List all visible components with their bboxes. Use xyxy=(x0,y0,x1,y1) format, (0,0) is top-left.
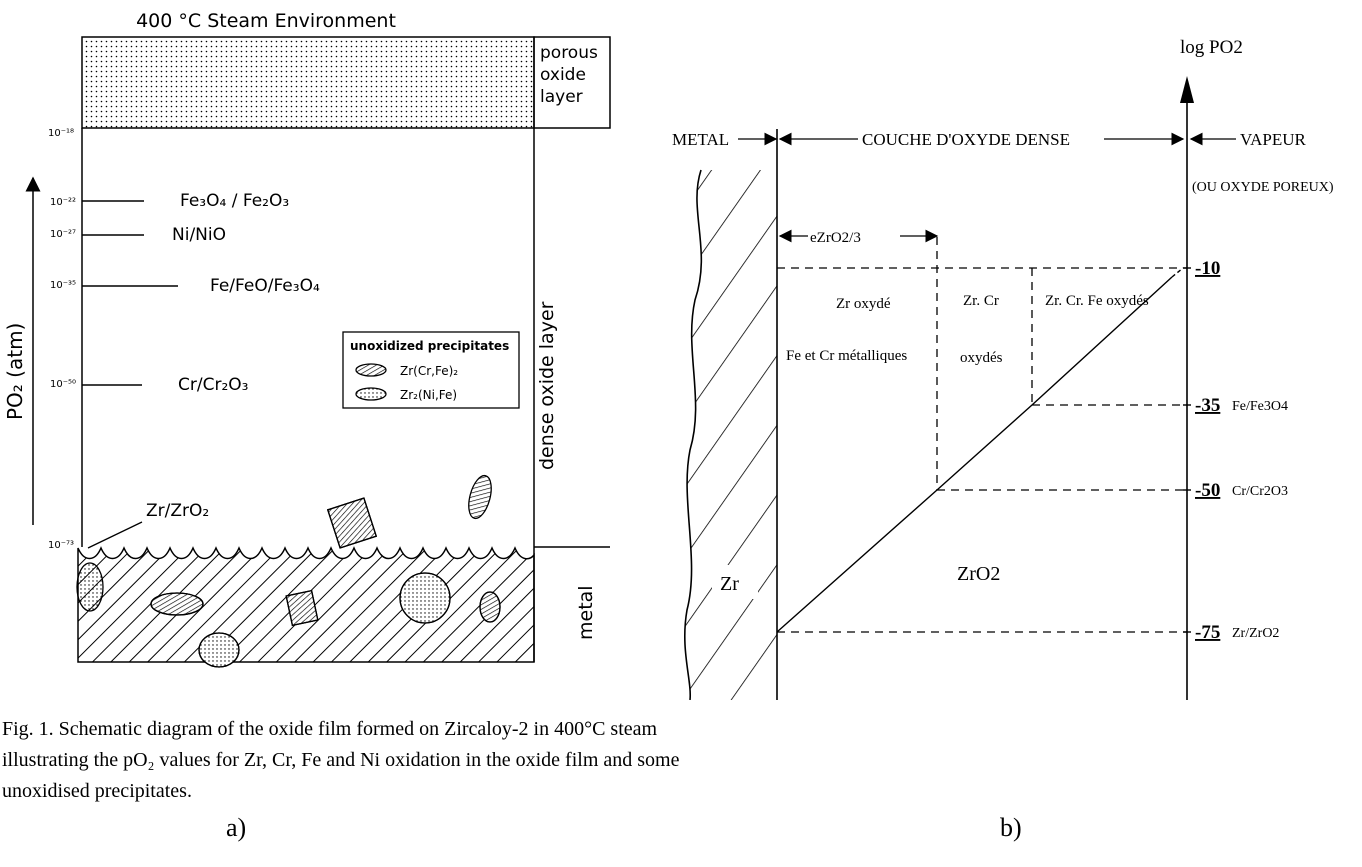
precipitate xyxy=(326,497,378,549)
thickness-label: eZrO2/3 xyxy=(810,230,861,246)
dense-oxide-label: dense oxide layer xyxy=(536,301,558,470)
equilibrium-label: Fe/FeO/Fe₃O₄ xyxy=(210,276,320,296)
precipitate xyxy=(76,562,104,612)
level-value: -75 xyxy=(1195,622,1220,643)
level-equilibrium: Cr/Cr2O3 xyxy=(1232,484,1288,499)
log-po2-title: log PO2 xyxy=(1180,37,1243,58)
panel-a: 400 °C Steam Environment porous oxide la… xyxy=(3,10,611,668)
panel-b: log PO2 METAL COUCHE D'OXYDE DENSE VAPEU… xyxy=(672,37,1334,700)
precipitate xyxy=(399,572,451,624)
panel-label-a: a) xyxy=(226,813,247,842)
pressure-tick: 10⁻⁷³ xyxy=(48,540,74,551)
dashed-lines xyxy=(777,237,1187,633)
legend-title: unoxidized precipitates xyxy=(350,339,509,353)
zr-region-label: Zr xyxy=(720,573,739,595)
pressure-tick: 10⁻⁵⁰ xyxy=(50,379,76,390)
pressure-tick: 10⁻¹⁸ xyxy=(48,128,74,139)
precipitate xyxy=(468,474,492,520)
pressure-tick: 10⁻²⁷ xyxy=(50,229,76,240)
region-zro2: ZrO2 xyxy=(957,563,1000,585)
pressure-tick: 10⁻²² xyxy=(50,197,76,208)
region-zr-oxide-1: Zr oxydé xyxy=(836,296,891,312)
pressure-tick: 10⁻³⁵ xyxy=(50,280,76,291)
panel-label-b: b) xyxy=(1000,813,1022,842)
porous-label-2: oxide xyxy=(540,65,586,85)
region-zrcr-2: oxydés xyxy=(960,350,1003,366)
figure-caption: Fig. 1. Schematic diagram of the oxide f… xyxy=(2,718,680,802)
porous-label-1: porous xyxy=(540,43,598,63)
precipitate xyxy=(479,591,501,623)
level-value: -50 xyxy=(1195,480,1220,501)
equilibrium-label: Fe₃O₄ / Fe₂O₃ xyxy=(180,191,289,211)
level-value: -35 xyxy=(1195,395,1220,416)
porous-oxide-layer xyxy=(81,36,535,129)
level-value: -10 xyxy=(1195,258,1220,279)
legend-item: Zr(Cr,Fe)₂ xyxy=(400,364,458,378)
figure-canvas: 400 °C Steam Environment porous oxide la… xyxy=(3,10,1334,700)
region-zrcrfe: Zr. Cr. Fe oxydés xyxy=(1045,293,1149,309)
level-equilibrium: Zr/ZrO2 xyxy=(1232,626,1279,641)
porous-label-box xyxy=(533,36,611,129)
equilibrium-label: Cr/Cr₂O₃ xyxy=(178,375,248,395)
header-vapeur-sub: (OU OXYDE POREUX) xyxy=(1192,180,1334,195)
zr-label-bg xyxy=(712,565,758,599)
panel-a-title: 400 °C Steam Environment xyxy=(136,10,396,32)
legend-swatch-dotted xyxy=(355,387,387,401)
legend-item: Zr₂(Ni,Fe) xyxy=(400,388,457,402)
oxidation-front-line xyxy=(776,276,1173,633)
region-zrcr-1: Zr. Cr xyxy=(963,293,999,309)
equilibrium-label: Ni/NiO xyxy=(172,225,226,245)
metal-wavy-edge xyxy=(684,169,703,700)
equilibrium-label: Zr/ZrO₂ xyxy=(146,501,209,521)
header-vapeur: VAPEUR xyxy=(1240,130,1306,149)
level-equilibrium: Fe/Fe3O4 xyxy=(1232,399,1288,414)
log-po2-arrowhead xyxy=(1180,76,1194,103)
precipitate xyxy=(198,632,240,668)
legend-swatch-hatched xyxy=(355,363,387,377)
region-zr-oxide-2: Fe et Cr métalliques xyxy=(786,348,907,364)
metal-label: metal xyxy=(575,585,597,640)
precipitate xyxy=(150,592,204,616)
porous-label-3: layer xyxy=(540,87,583,107)
zr-metal-region xyxy=(684,170,777,700)
po2-axis-label: PO₂ (atm) xyxy=(3,323,27,420)
oxidation-front-tail xyxy=(1171,267,1184,278)
header-metal: METAL xyxy=(672,130,729,149)
zr-pointer-line xyxy=(87,521,143,549)
header-dense: COUCHE D'OXYDE DENSE xyxy=(862,130,1070,149)
precipitate xyxy=(285,589,319,627)
